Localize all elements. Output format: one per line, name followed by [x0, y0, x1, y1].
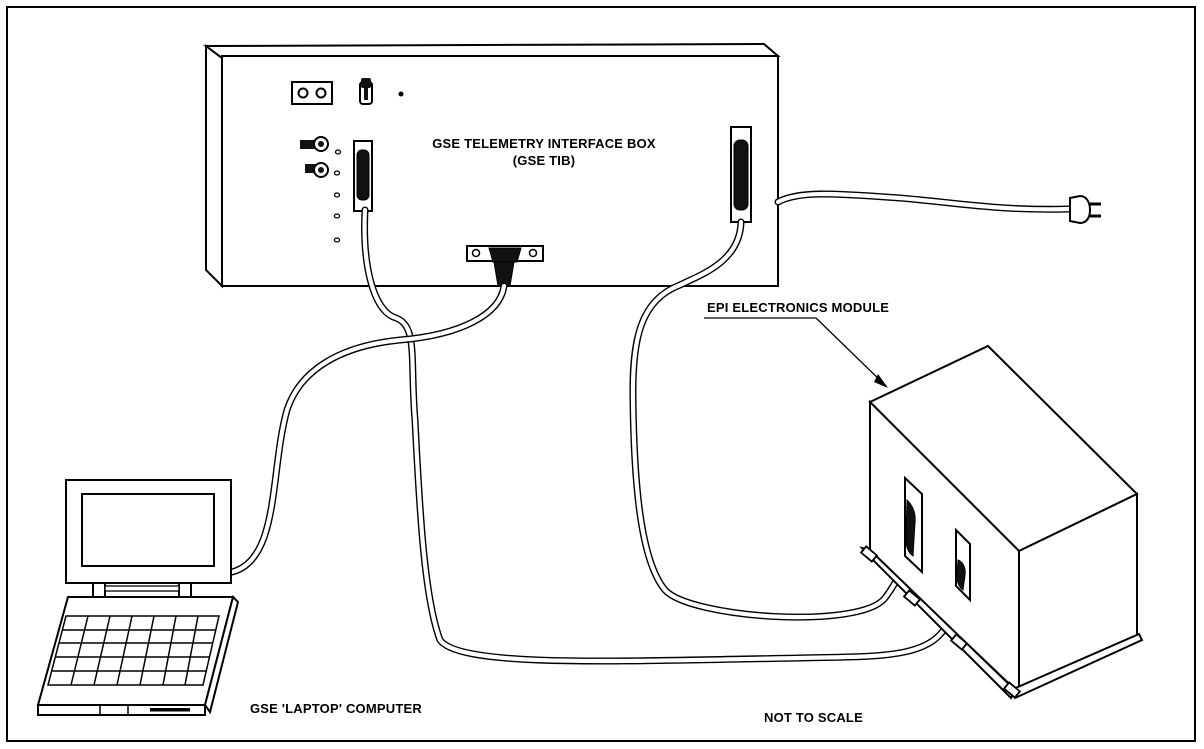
power-plug-icon [1069, 194, 1101, 225]
laptop-serial-connector-icon [353, 140, 373, 212]
tib-title: GSE TELEMETRY INTERFACE BOX (GSE TIB) [404, 136, 684, 168]
cables [228, 190, 1074, 665]
fuse-holder-icon [297, 87, 309, 99]
power-led-icon [398, 91, 404, 97]
tib-title-line2: (GSE TIB) [512, 153, 576, 168]
epi-module-label: EPI ELECTRONICS MODULE [707, 300, 890, 315]
laptop-label: GSE 'LAPTOP' COMPUTER [250, 701, 422, 716]
epi-label-leader [704, 317, 888, 388]
gse-laptop-computer [36, 479, 240, 716]
tib-side-face [205, 44, 223, 289]
power-switch-icon [359, 78, 373, 105]
epi-electronics-module [859, 344, 1144, 700]
bottom-data-connector-icon [466, 245, 544, 287]
module-upper-connector-icon [904, 475, 923, 575]
laptop-keyboard [47, 615, 220, 686]
mounting-feet [859, 545, 1022, 699]
gse-telemetry-interface-box [203, 42, 781, 289]
laptop-display [81, 493, 215, 567]
module-lower-connector-icon [955, 527, 971, 603]
selector-switch-icon [300, 136, 329, 152]
tib-to-laptop-cable [228, 282, 508, 576]
indicator-leds [333, 149, 342, 243]
not-to-scale-note: NOT TO SCALE [764, 710, 863, 725]
selector-switch-icon [305, 162, 329, 178]
module-telemetry-connector-icon [730, 126, 752, 223]
laptop-base [36, 596, 235, 706]
tib-title-line1: GSE TELEMETRY INTERFACE BOX [432, 136, 656, 151]
fuse-panel [291, 81, 333, 105]
fuse-holder-icon [315, 87, 327, 99]
